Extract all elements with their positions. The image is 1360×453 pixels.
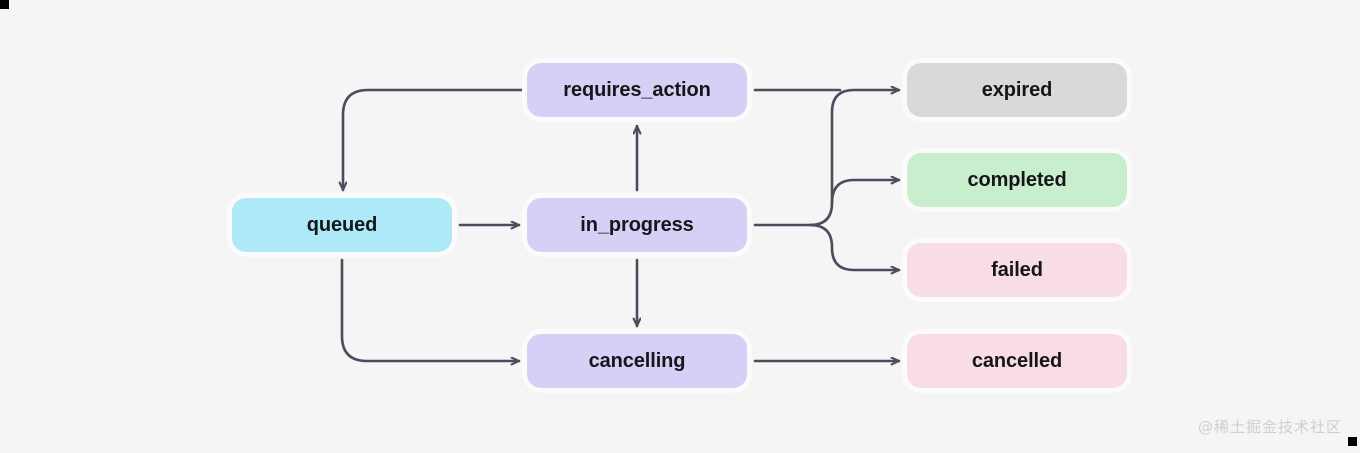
edge-junction-to-failed <box>808 223 901 270</box>
node-queued[interactable]: queued <box>232 198 452 252</box>
node-cancelling[interactable]: cancelling <box>527 334 747 388</box>
edge-junction-to-expired <box>808 90 901 227</box>
node-completed[interactable]: completed <box>907 153 1127 207</box>
node-expired[interactable]: expired <box>907 63 1127 117</box>
node-cancelled[interactable]: cancelled <box>907 334 1127 388</box>
edge-junction-to-completed <box>830 180 901 205</box>
corner-marker-bottom-right <box>1348 437 1357 446</box>
edge-requires-action-to-queued <box>343 88 529 192</box>
node-failed[interactable]: failed <box>907 243 1127 297</box>
watermark-text: @稀土掘金技术社区 <box>1197 418 1342 436</box>
node-in-progress[interactable]: in_progress <box>527 198 747 252</box>
corner-marker-top-left <box>0 0 9 9</box>
edge-queued-to-cancelling <box>340 258 521 361</box>
node-requires-action[interactable]: requires_action <box>527 63 747 117</box>
